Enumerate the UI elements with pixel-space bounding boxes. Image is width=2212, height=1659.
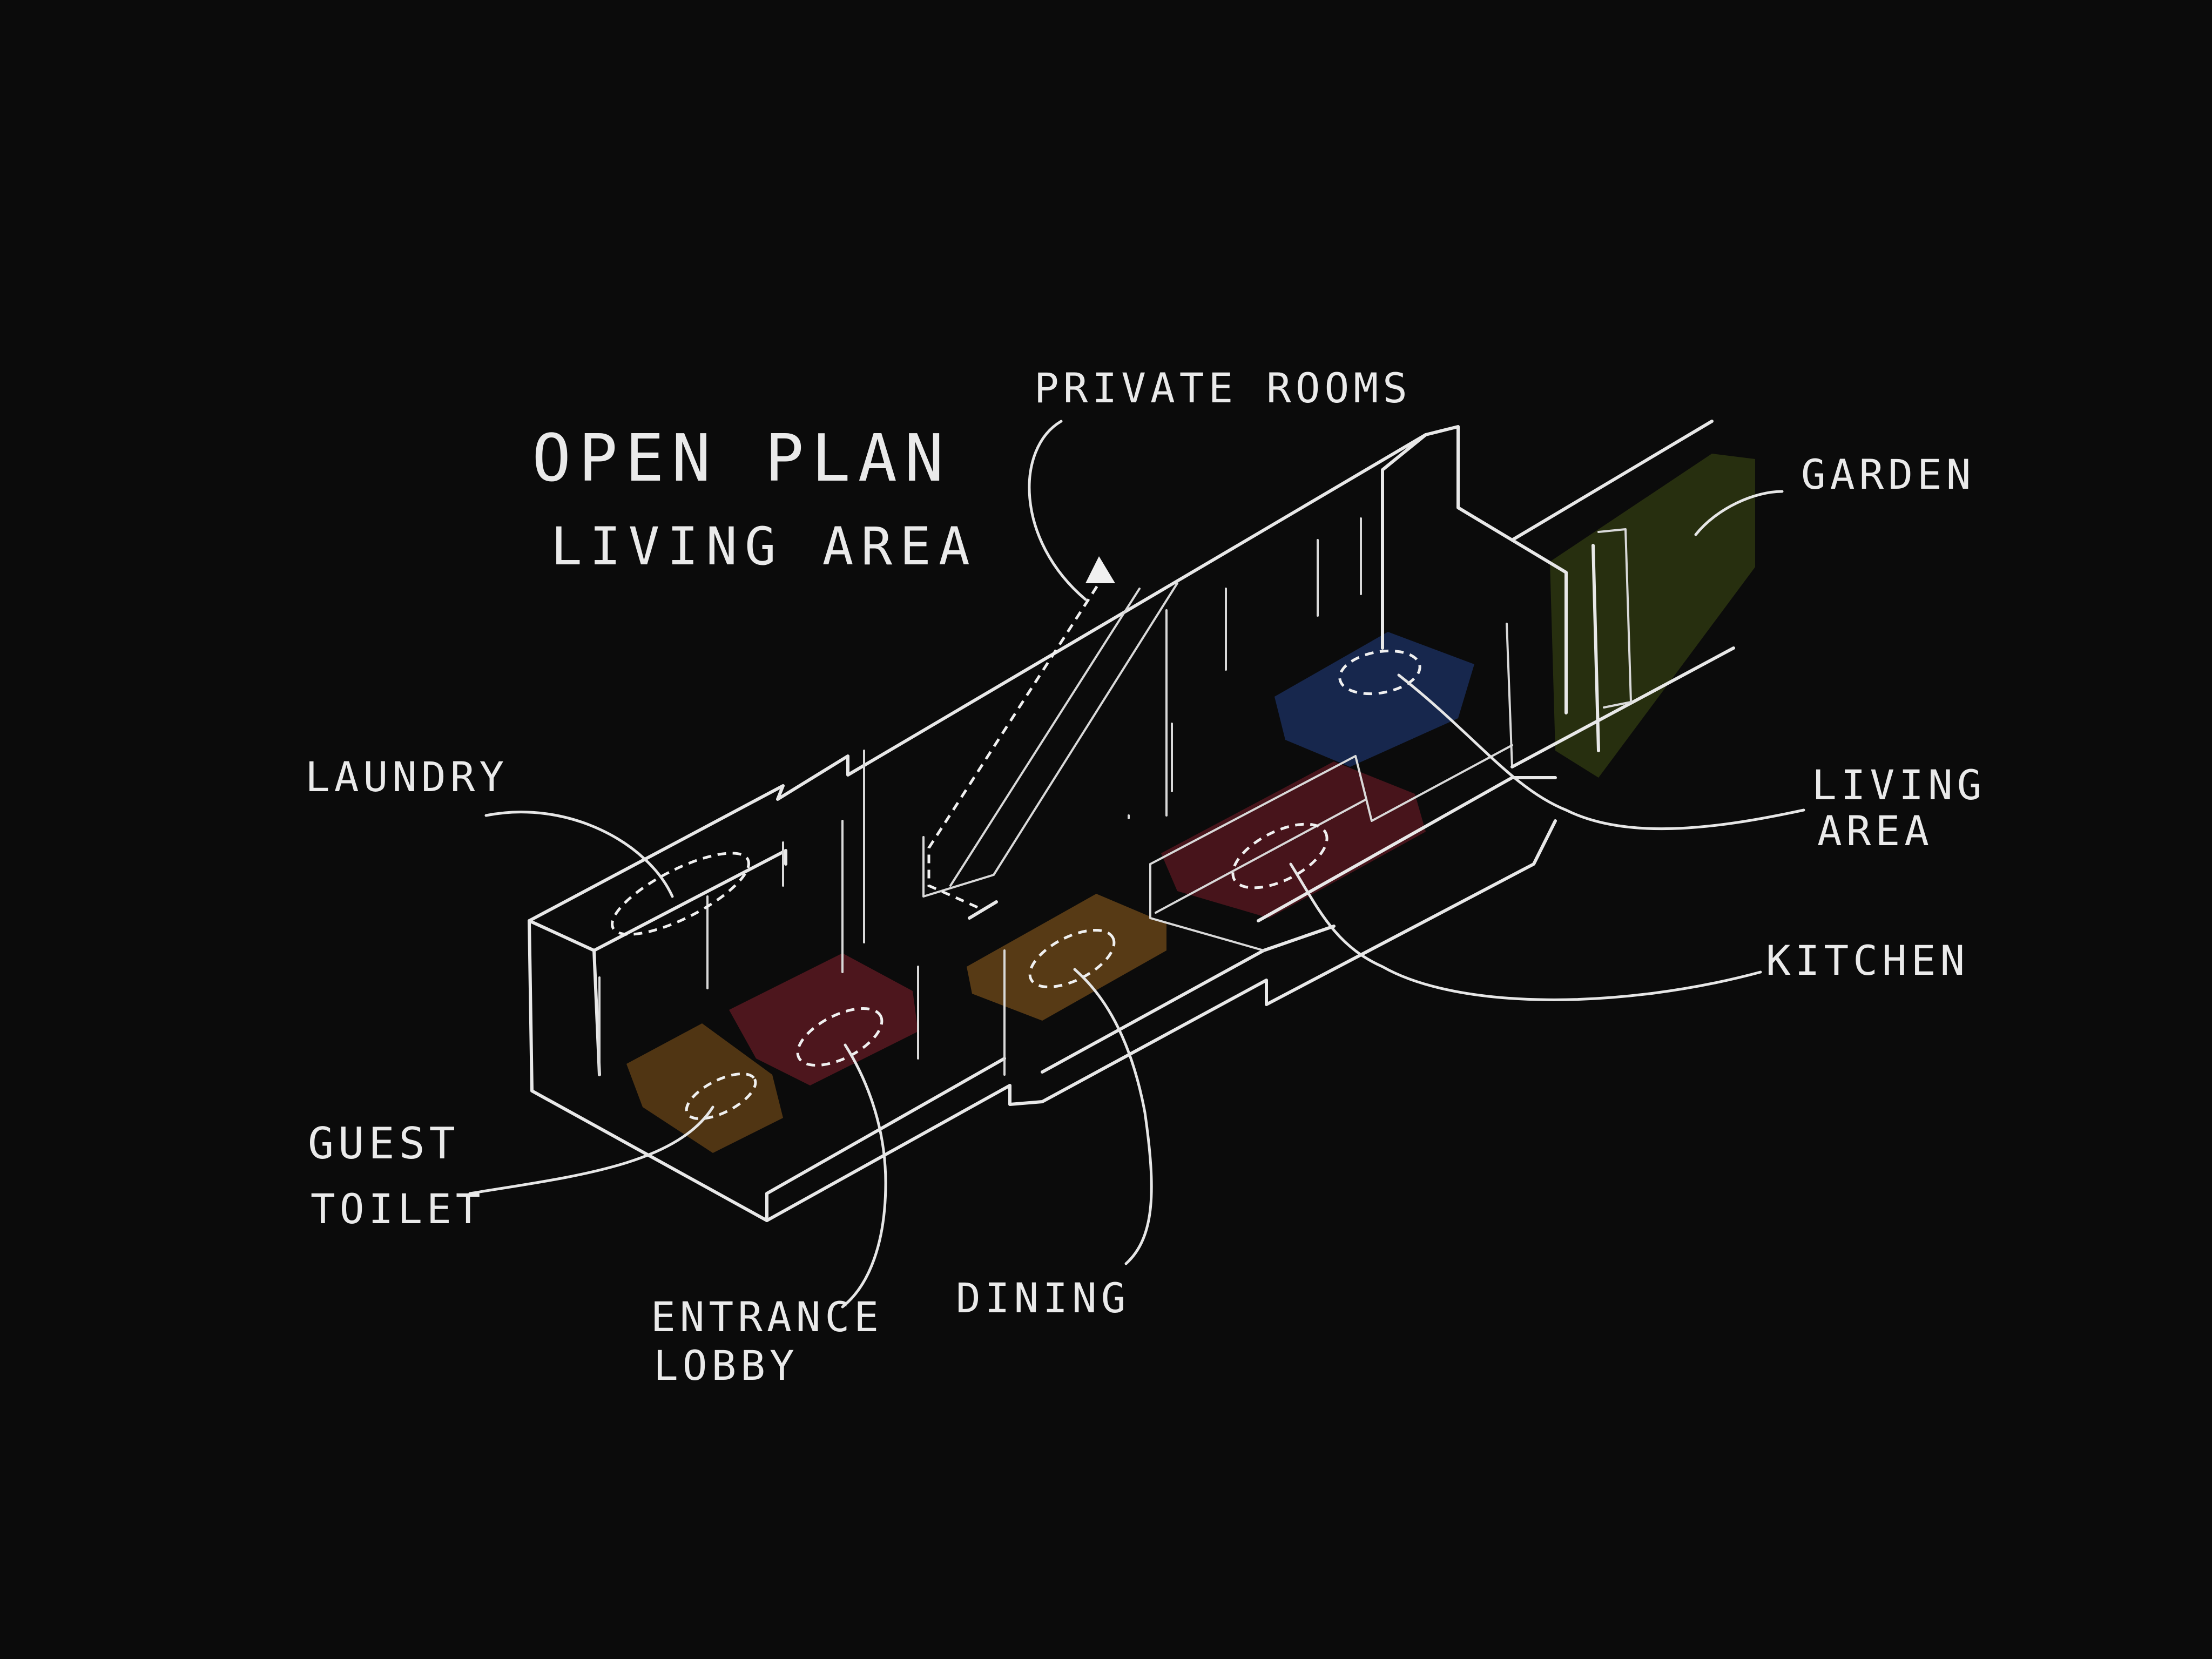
living-area-marker [1338,649,1421,696]
leader-lines [468,420,1805,1309]
label-private-rooms: PRIVATE ROOMS [1034,364,1412,412]
label-living-area-line-2: AREA [1817,807,1933,855]
laundry-marker [611,852,750,936]
guest-toilet-leader [468,1105,714,1195]
entrance-lobby-leader [841,1043,887,1309]
kitchen-marker [1231,822,1328,889]
living-area-leader [1397,673,1805,831]
entrance-lobby-zone [729,953,918,1085]
label-entrance-lobby-line-2: LOBBY [653,1341,799,1390]
dining-leader [1073,968,1153,1265]
dining-zone [967,894,1166,1021]
living-area-zone [1274,632,1474,767]
building-outline [528,420,1735,1222]
label-garden: GARDEN [1801,450,1975,498]
guest-toilet-marker [685,1072,757,1121]
label-guest-toilet-line-1: GUEST [308,1118,460,1169]
zone-washes [626,454,1755,1153]
laundry-leader [484,811,674,898]
zone-markers [611,649,1421,1121]
label-laundry: LAUNDRY [305,753,508,801]
entrance-lobby-marker [796,1007,884,1067]
kitchen-leader [1289,862,1762,1001]
title-line-2: LIVING AREA [551,516,977,577]
label-entrance-lobby-line-1: ENTRANCE [651,1293,883,1341]
label-kitchen: KITCHEN [1766,936,1969,984]
label-dining: DINING [956,1274,1130,1322]
label-guest-toilet-line-2: TOILET [311,1185,485,1233]
label-living-area-line-1: LIVING [1812,761,1986,809]
stair-route-arrow [927,556,1115,920]
garden-leader [1694,490,1784,536]
arrow-head-icon [1085,556,1115,583]
private-rooms-leader [1028,420,1087,601]
dining-marker [1028,928,1116,989]
title-line-1: OPEN PLAN [532,421,951,496]
kitchen-zone [1161,761,1426,918]
garden-zone [1550,454,1755,778]
